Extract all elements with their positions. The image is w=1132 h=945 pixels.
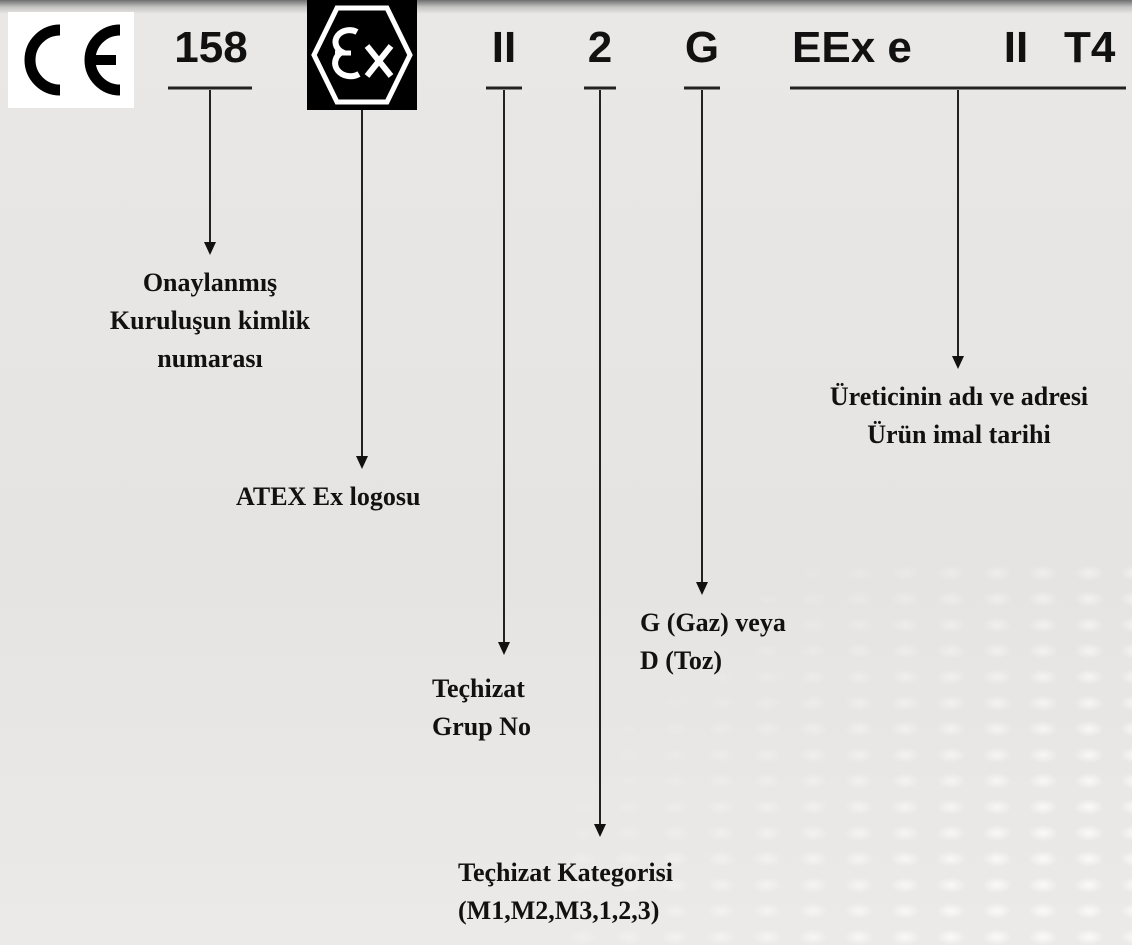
code-temperature-class: T4 [1064, 23, 1116, 72]
label-atmosphere-line-2: D (Toz) [640, 646, 723, 675]
code-equipment-group: II [491, 23, 517, 72]
label-category-line-2: (M1,M2,M3,1,2,3) [458, 896, 660, 925]
ex-hexagon-icon [311, 5, 413, 105]
code-notified-body-number: 158 [174, 23, 248, 72]
label-notified-body-line-3: numarası [157, 344, 263, 373]
ce-mark [8, 12, 134, 108]
label-category: Teçhizat Kategorisi (M1,M2,M3,1,2,3) [458, 854, 673, 930]
label-ex-logo: ATEX Ex logosu [236, 482, 421, 511]
code-gas-group: II [1003, 23, 1029, 72]
label-atmosphere: G (Gaz) veya D (Toz) [640, 604, 786, 680]
arrowhead-atmosphere [696, 582, 708, 595]
label-group-line-2: Grup No [432, 712, 531, 741]
code-category: 2 [587, 23, 613, 72]
ce-mark-icon [24, 24, 121, 96]
arrowhead-notified-body [204, 242, 216, 255]
label-manufacturer-line-1: Üreticinin adı ve adresi [829, 382, 1089, 411]
arrowhead-group [498, 642, 510, 655]
arrowhead-category [594, 824, 606, 837]
code-protection: EEx e [792, 23, 912, 72]
code-atmosphere: G [684, 23, 720, 72]
label-atmosphere-line-1: G (Gaz) veya [640, 608, 786, 637]
label-category-line-1: Teçhizat Kategorisi [458, 858, 673, 887]
label-manufacturer: Üreticinin adı ve adresi Ürün imal tarih… [786, 378, 1132, 454]
label-group: Teçhizat Grup No [432, 670, 531, 746]
arrowhead-manufacturer [952, 356, 964, 369]
arrowhead-ex-logo [356, 456, 368, 469]
label-manufacturer-line-2: Ürün imal tarihi [867, 420, 1051, 449]
ex-logo [307, 0, 417, 110]
label-group-line-1: Teçhizat [432, 674, 525, 703]
label-notified-body-line-1: Onaylanmış [142, 268, 278, 297]
label-notified-body-line-2: Kuruluşun kimlik [109, 306, 311, 335]
label-notified-body: Onaylanmış Kuruluşun kimlik numarası [60, 264, 360, 378]
